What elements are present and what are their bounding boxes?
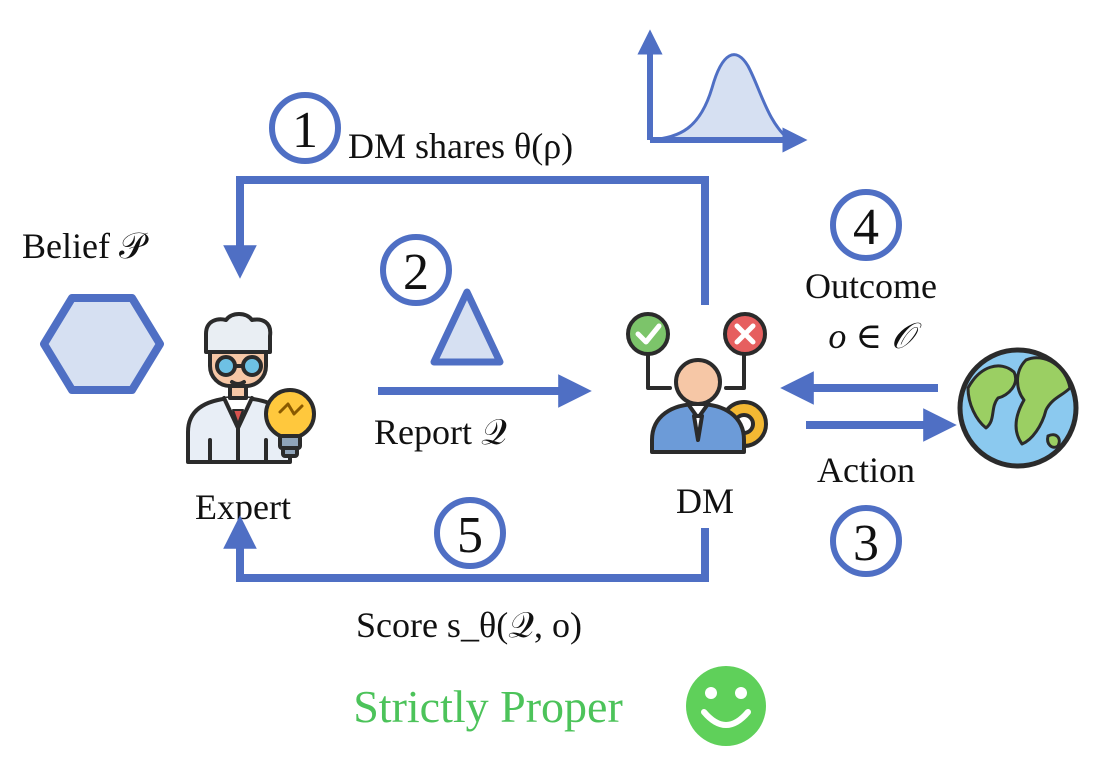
step-4-label-line-1: Outcome bbox=[805, 266, 937, 306]
score-arrow bbox=[223, 515, 709, 582]
density-curve bbox=[649, 53, 795, 142]
globe-icon bbox=[957, 347, 1079, 469]
lightbulb-icon bbox=[264, 388, 316, 458]
belief-label: Belief 𝒫 bbox=[22, 226, 149, 266]
step-4-label-line-2: o ∈ 𝒪 bbox=[828, 316, 922, 356]
triangle-icon bbox=[430, 288, 504, 366]
step-2-label: Report 𝒬 bbox=[374, 412, 507, 452]
share-arrow bbox=[223, 176, 709, 305]
dm-label: DM bbox=[676, 481, 734, 521]
step-4-circle bbox=[830, 189, 902, 261]
step-1-number: 1 bbox=[292, 102, 318, 159]
step-3-number: 3 bbox=[853, 515, 879, 572]
step-5-label: Score s_θ(𝒬, o) bbox=[356, 605, 582, 645]
expert-person-icon bbox=[186, 312, 292, 464]
step-5-number: 5 bbox=[457, 507, 483, 564]
step-3-circle bbox=[830, 505, 902, 577]
step-1-label: DM shares θ(ρ) bbox=[348, 126, 573, 166]
decision-maker-icon bbox=[626, 312, 768, 454]
step-1-circle bbox=[269, 92, 341, 164]
step-2-circle bbox=[380, 234, 452, 306]
expert-label: Expert bbox=[195, 487, 291, 527]
step-2-number: 2 bbox=[403, 244, 429, 301]
step-5-circle bbox=[434, 497, 506, 569]
distribution-plot bbox=[637, 29, 808, 153]
smiley-icon bbox=[686, 666, 766, 746]
step-4-number: 4 bbox=[853, 199, 879, 256]
hexagon-icon bbox=[40, 294, 164, 394]
step-3-label: Action bbox=[817, 450, 915, 490]
verdict-label: Strictly Proper bbox=[353, 681, 623, 732]
